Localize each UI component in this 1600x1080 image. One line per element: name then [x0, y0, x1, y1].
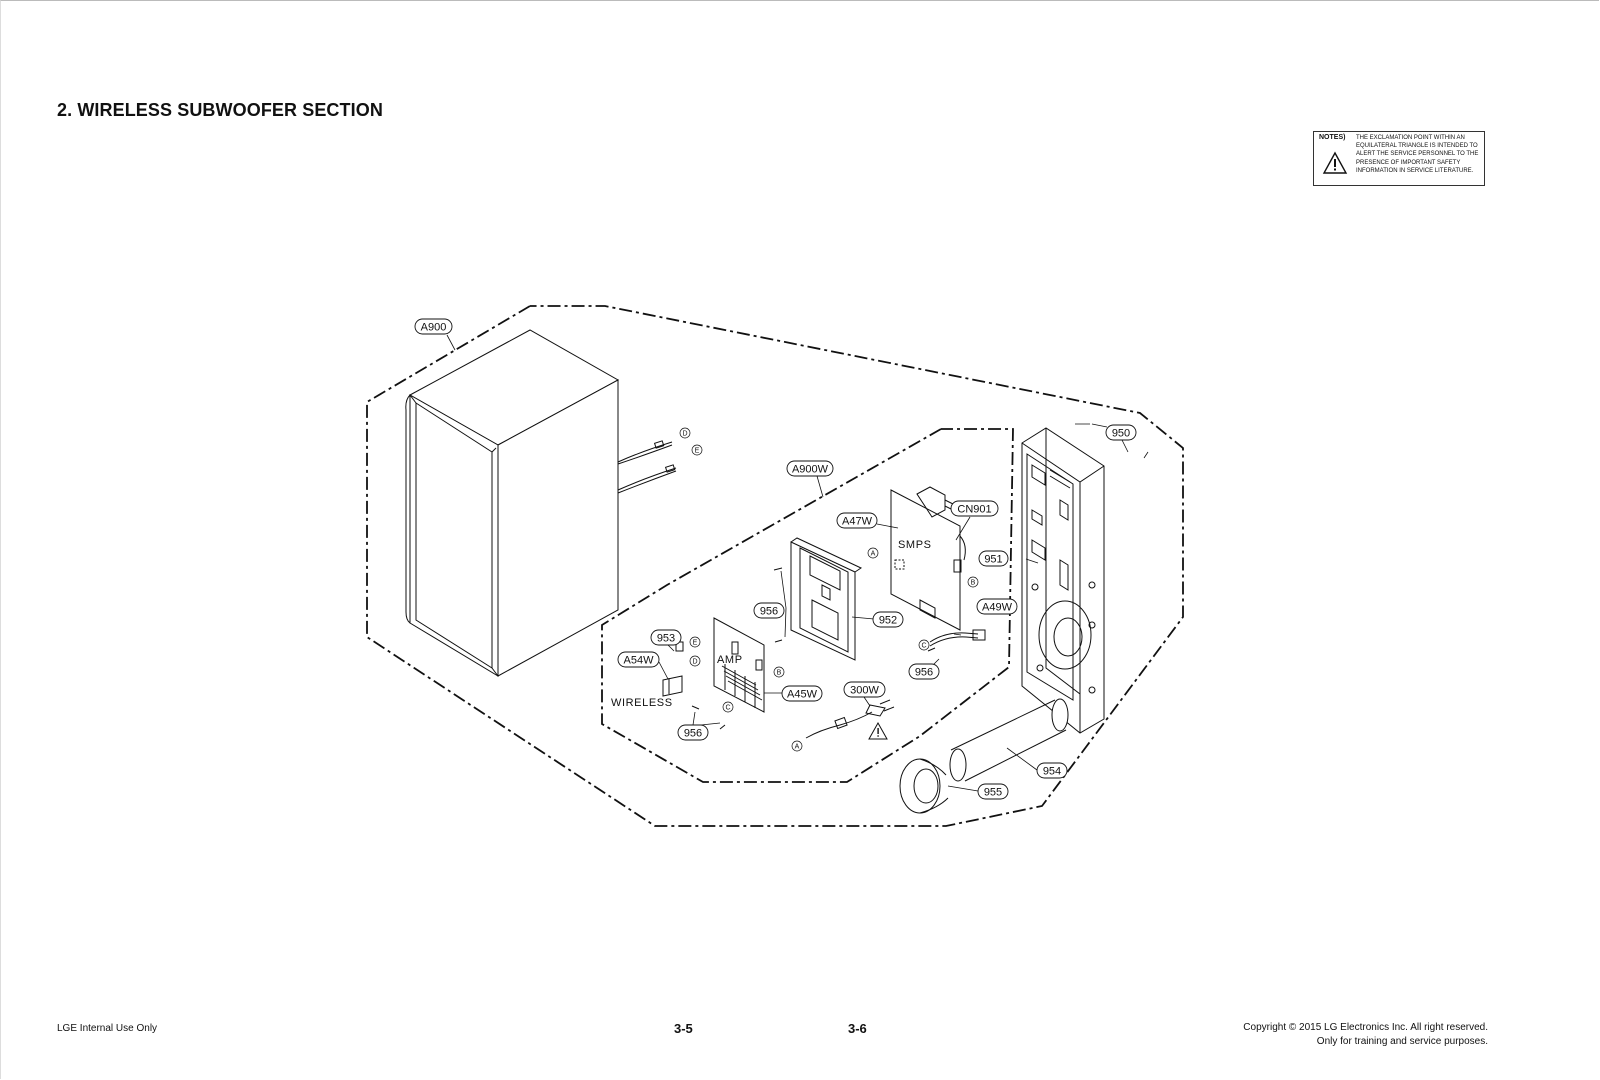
callout-954: 954: [1036, 762, 1068, 779]
svg-text:955: 955: [984, 787, 1002, 799]
ref-b-amp: B: [773, 666, 785, 678]
callout-cn901: CN901: [950, 500, 999, 517]
svg-text:953: 953: [657, 633, 675, 645]
callout-a900: A900: [414, 318, 453, 335]
svg-text:B: B: [777, 670, 782, 677]
leader-lines: [446, 334, 1149, 792]
port-flange-955: [899, 758, 949, 814]
svg-text:C: C: [921, 643, 926, 650]
callout-956-top: 956: [753, 602, 785, 619]
svg-text:D: D: [682, 431, 687, 438]
ref-a-smps: A: [867, 547, 879, 559]
callout-952: 952: [872, 611, 904, 628]
footer-internal-use: LGE Internal Use Only: [57, 1023, 158, 1034]
callout-a54w: A54W: [617, 651, 660, 668]
notes-box: NOTES) THE EXCLAMATION POINT WITHIN AN E…: [1313, 131, 1485, 186]
svg-text:E: E: [693, 640, 698, 647]
smps-label: SMPS: [898, 539, 932, 551]
svg-text:952: 952: [879, 615, 897, 627]
callout-a900w: A900W: [786, 460, 834, 477]
cable-a49w: [929, 629, 986, 647]
svg-text:A900: A900: [421, 322, 447, 334]
section-title: 2. WIRELESS SUBWOOFER SECTION: [57, 100, 383, 120]
ref-c-a49w: C: [918, 639, 930, 651]
notes-label: NOTES): [1319, 134, 1346, 141]
a900w-group-outline: [601, 428, 1014, 783]
svg-text:954: 954: [1043, 766, 1061, 778]
ref-d-cabinet: D: [679, 427, 691, 439]
svg-text:A: A: [871, 551, 876, 558]
training-text: Only for training and service purposes.: [1316, 1036, 1488, 1047]
ref-d-amp: D: [689, 655, 701, 667]
svg-text:300W: 300W: [850, 685, 879, 697]
ref-e-amp: E: [689, 636, 701, 648]
copyright-text: Copyright © 2015 LG Electronics Inc. All…: [1243, 1022, 1488, 1033]
callout-a47w: A47W: [836, 512, 878, 529]
svg-text:951: 951: [984, 554, 1002, 566]
callout-300w: 300W: [843, 681, 886, 698]
cabinet-a900: [405, 329, 677, 677]
page-number-right: 3-6: [848, 1021, 867, 1036]
svg-text:A: A: [795, 744, 800, 751]
amp-bracket-952: [790, 537, 863, 661]
ref-e-cabinet: E: [691, 444, 703, 456]
page-number-left: 3-5: [674, 1021, 693, 1036]
svg-text:A49W: A49W: [982, 602, 1013, 614]
svg-text:A45W: A45W: [787, 689, 818, 701]
callout-956-right: 956: [908, 663, 940, 680]
callout-955: 955: [977, 783, 1009, 800]
ref-a-cord: A: [791, 740, 803, 752]
ref-b-smps: B: [967, 576, 979, 588]
ref-c-amp: C: [722, 701, 734, 713]
svg-text:950: 950: [1112, 428, 1130, 440]
svg-text:A54W: A54W: [624, 655, 655, 667]
svg-text:956: 956: [915, 667, 933, 679]
smps-board-a47w: [890, 486, 966, 631]
a900-group-outline: [366, 305, 1184, 827]
notes-text: THE EXCLAMATION POINT WITHIN AN EQUILATE…: [1356, 135, 1479, 174]
amp-board-a45w: [713, 617, 765, 713]
svg-text:C: C: [725, 705, 730, 712]
warning-triangle-icon: [868, 721, 888, 740]
wireless-module-a54w: [662, 641, 684, 697]
svg-text:E: E: [695, 448, 700, 455]
power-cord-300w: [805, 699, 895, 739]
port-tube-954: [949, 698, 1069, 782]
rear-panel-951: [1021, 427, 1105, 734]
svg-text:A47W: A47W: [842, 516, 873, 528]
wireless-label: WIRELESS: [611, 697, 673, 709]
svg-text:CN901: CN901: [957, 504, 991, 516]
callouts: A900 A900W A47W CN901 950 951 952 956 A4…: [414, 318, 1137, 800]
callout-a45w: A45W: [781, 685, 823, 702]
amp-label: AMP: [717, 654, 743, 666]
callout-956-bottom: 956: [677, 724, 709, 741]
callout-951: 951: [978, 550, 1009, 567]
svg-text:956: 956: [684, 728, 702, 740]
callout-a49w: A49W: [976, 598, 1018, 615]
connector-refs: D E A B E D C B C A: [679, 427, 979, 752]
footer-copyright: Copyright © 2015 LG Electronics Inc. All…: [1243, 1021, 1488, 1049]
warning-triangle-icon: [1322, 151, 1348, 174]
screws-956: [691, 567, 936, 730]
svg-text:B: B: [971, 580, 976, 587]
svg-text:A900W: A900W: [792, 464, 829, 476]
callout-950: 950: [1105, 424, 1137, 441]
callout-953: 953: [650, 629, 682, 646]
svg-text:D: D: [692, 659, 697, 666]
svg-text:956: 956: [760, 606, 778, 618]
